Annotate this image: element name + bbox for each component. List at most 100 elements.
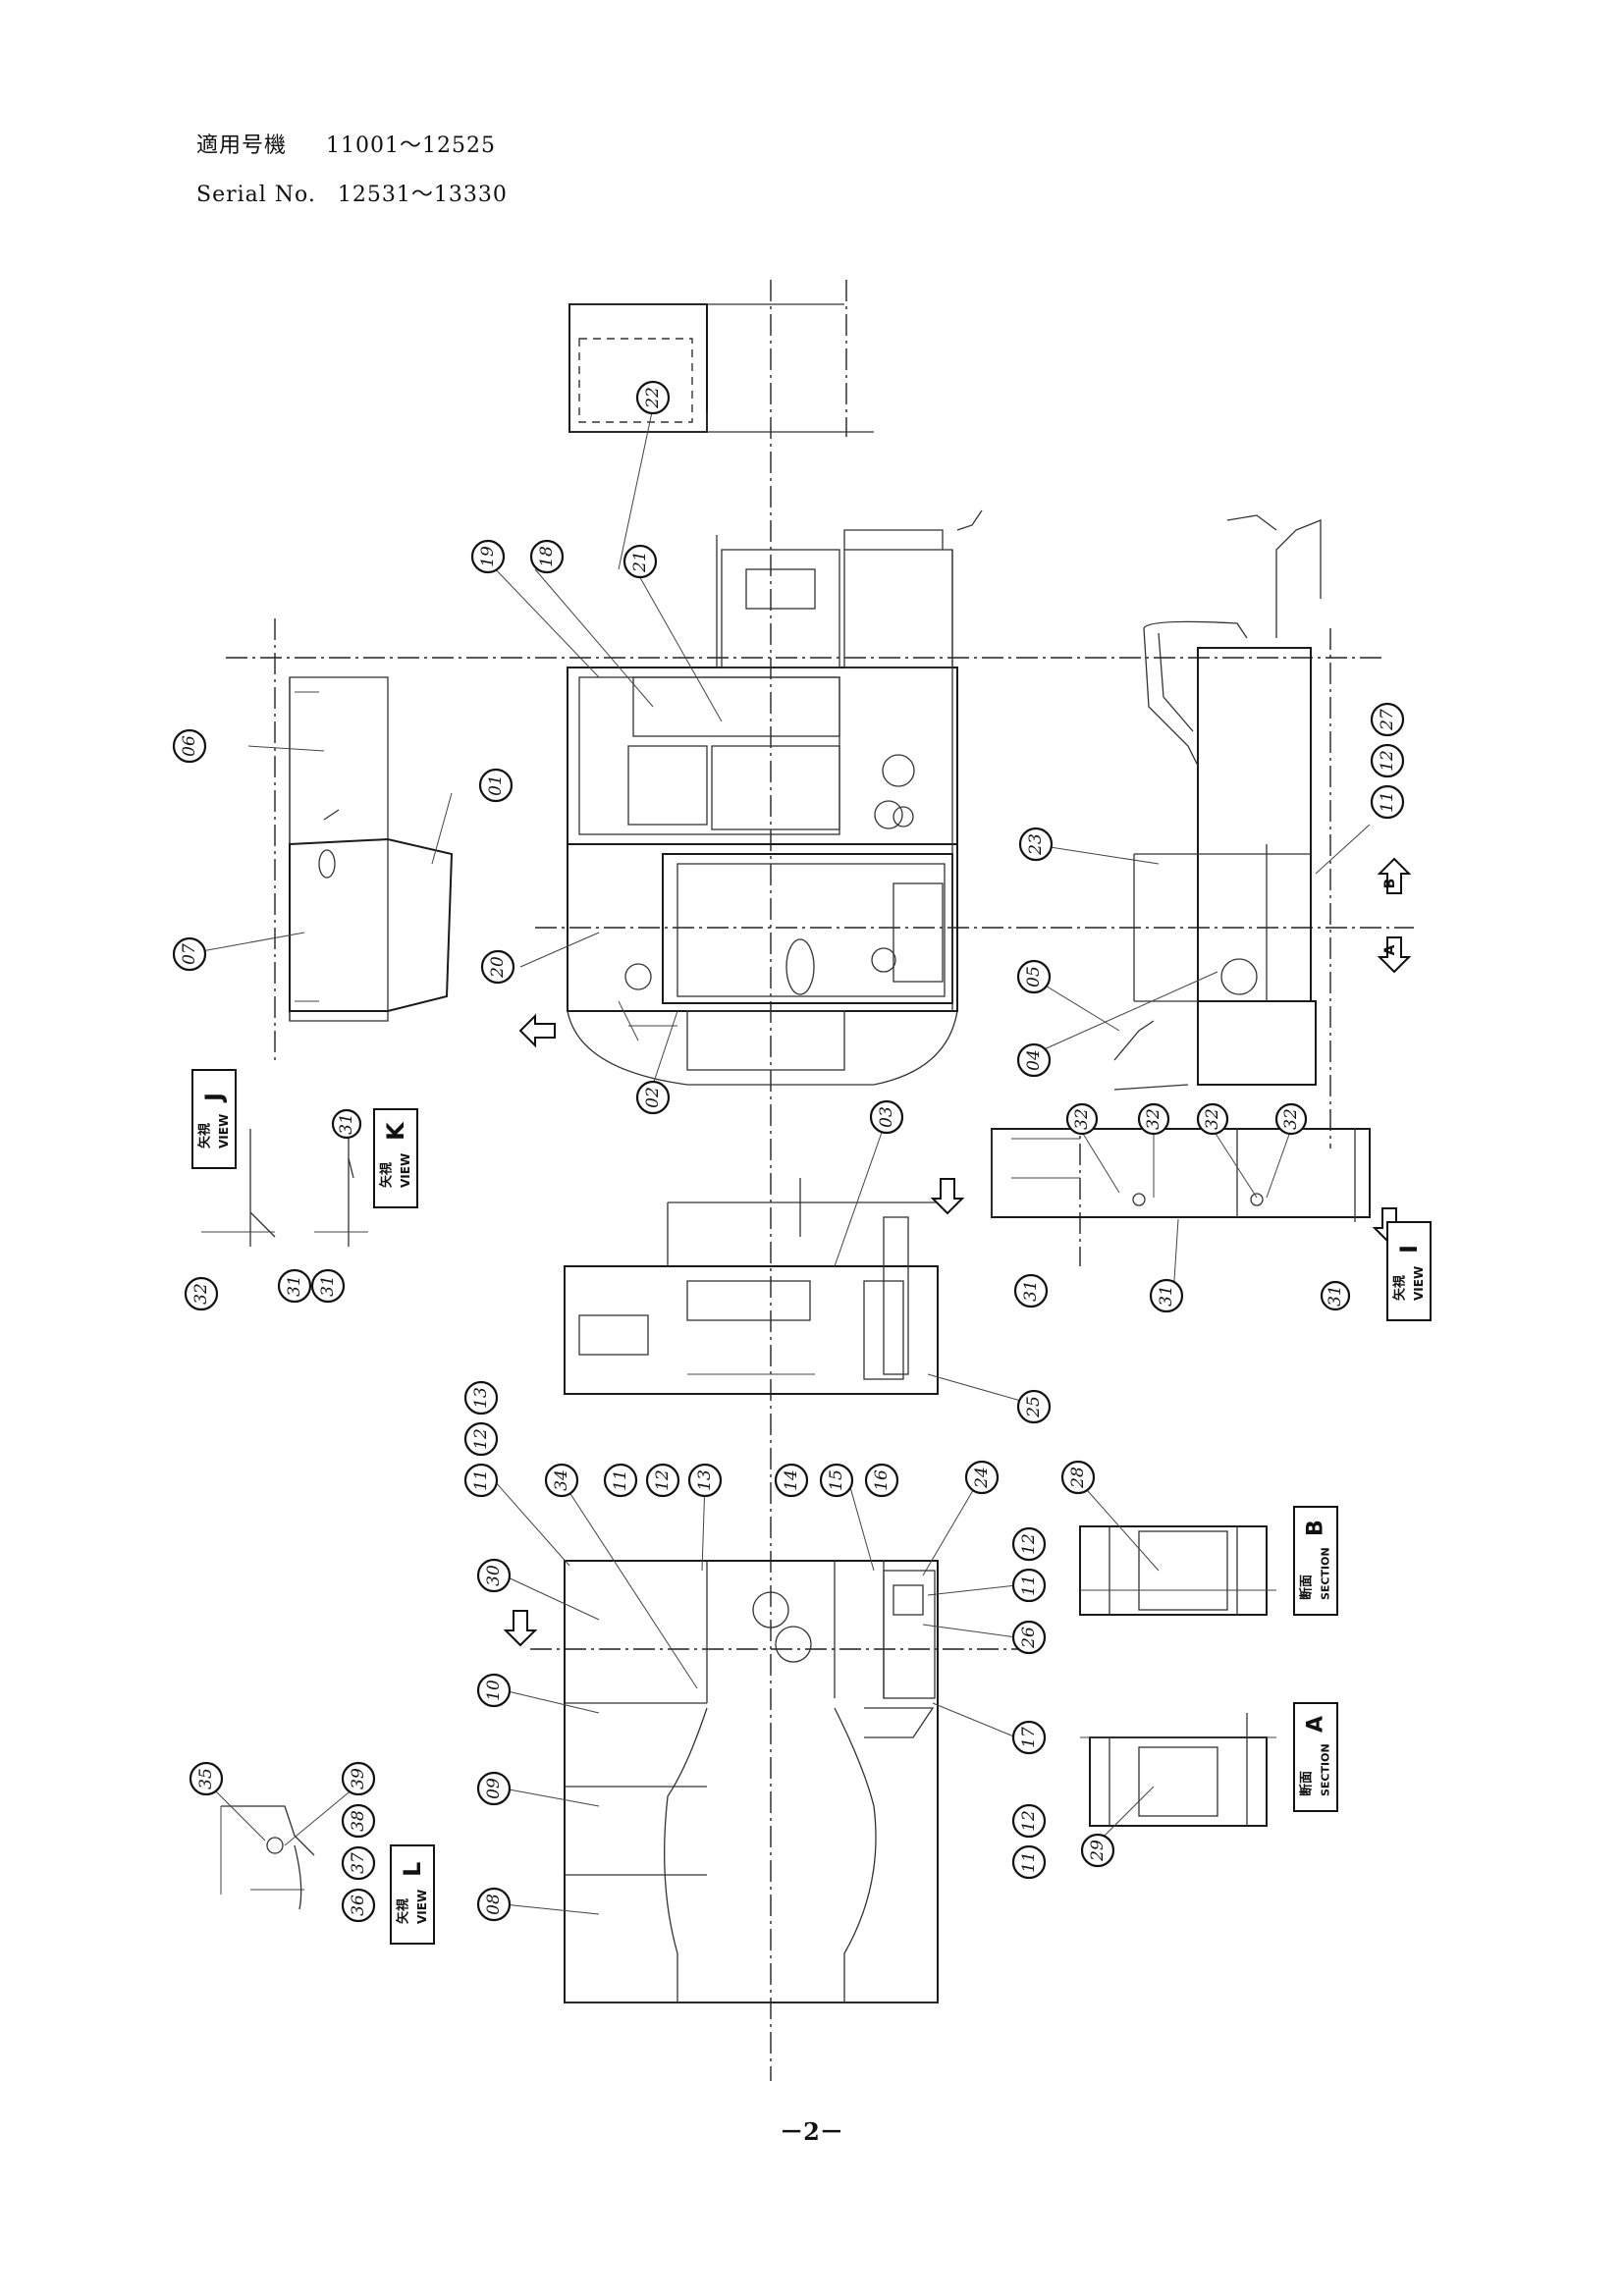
section-b-label: 断面 SECTION B	[1293, 1506, 1338, 1616]
svg-text:04: 04	[1024, 1049, 1044, 1071]
svg-text:08: 08	[484, 1894, 504, 1915]
callout-35: 35	[189, 1761, 224, 1796]
middle-side-view	[564, 1178, 965, 1395]
section-a-label: 断面 SECTION A	[1293, 1702, 1338, 1812]
detail-22-box	[568, 303, 874, 433]
callout-11-lower-b: 11	[603, 1463, 638, 1498]
callout-04: 04	[1016, 1042, 1052, 1078]
svg-text:36: 36	[349, 1895, 368, 1916]
svg-text:SECTION: SECTION	[1320, 1743, 1332, 1796]
view-i-label: 矢視 VIEW I	[1386, 1221, 1432, 1321]
view-l-detail	[220, 1805, 315, 1910]
lower-view-arrow-icon	[503, 1610, 538, 1647]
svg-text:31: 31	[1021, 1280, 1041, 1302]
svg-text:02: 02	[643, 1087, 663, 1108]
callout-29: 29	[1080, 1833, 1115, 1868]
svg-text:24: 24	[972, 1467, 992, 1489]
callout-32-view-i-c: 32	[1196, 1102, 1229, 1136]
svg-text:34: 34	[552, 1469, 571, 1491]
svg-text:32: 32	[1203, 1108, 1222, 1130]
callout-31-view-i-a: 31	[1013, 1273, 1049, 1308]
svg-text:10: 10	[484, 1680, 504, 1701]
view-i-detail	[991, 1128, 1407, 1245]
view-j-label: 矢視 VIEW J	[191, 1069, 237, 1169]
svg-text:01: 01	[486, 774, 506, 796]
svg-text:J: J	[200, 1093, 228, 1103]
svg-text:20: 20	[488, 956, 508, 979]
svg-text:矢視: 矢視	[197, 1123, 213, 1148]
callout-12-lower-b: 12	[645, 1463, 680, 1498]
callout-30: 30	[476, 1558, 512, 1593]
callout-10: 10	[476, 1673, 512, 1708]
callout-31-left-b: 31	[310, 1268, 346, 1304]
svg-text:25: 25	[1024, 1396, 1044, 1418]
svg-text:37: 37	[349, 1852, 368, 1874]
view-k-label: 矢視 VIEW K	[373, 1108, 418, 1208]
lower-main-view	[503, 1560, 939, 2003]
svg-text:29: 29	[1088, 1840, 1108, 1862]
view-j-k-area	[201, 676, 454, 1247]
svg-text:30: 30	[484, 1565, 504, 1586]
svg-text:SECTION: SECTION	[1320, 1547, 1332, 1600]
callout-12-lower-right-a: 12	[1011, 1526, 1047, 1562]
callout-11-right: 11	[1370, 784, 1405, 820]
svg-text:11: 11	[1019, 1851, 1039, 1873]
section-b-arrow-icon	[1377, 857, 1412, 894]
svg-text:K: K	[382, 1121, 409, 1141]
callout-31-view-i-b: 31	[1149, 1278, 1184, 1313]
callout-12-lower-right-b: 12	[1011, 1803, 1047, 1839]
callout-32-view-i-a: 32	[1065, 1102, 1099, 1136]
callout-31-small: 31	[331, 1108, 362, 1140]
callout-14: 14	[774, 1463, 809, 1498]
section-b-marker: B	[1382, 879, 1398, 889]
svg-text:11: 11	[471, 1469, 491, 1491]
svg-text:32: 32	[1072, 1108, 1092, 1130]
view-i-arrow-icon	[930, 1178, 965, 1215]
svg-text:19: 19	[478, 546, 498, 567]
callout-39: 39	[341, 1761, 376, 1796]
svg-text:12: 12	[471, 1428, 491, 1450]
callout-26: 26	[1011, 1620, 1047, 1655]
svg-text:14: 14	[782, 1469, 801, 1491]
svg-text:12: 12	[1019, 1810, 1039, 1832]
svg-text:L: L	[399, 1862, 426, 1877]
svg-text:05: 05	[1024, 966, 1044, 988]
callout-32-view-i-d: 32	[1274, 1102, 1308, 1136]
svg-text:32: 32	[1144, 1108, 1163, 1130]
callout-19: 19	[470, 539, 506, 574]
callout-31-left-a: 31	[277, 1268, 312, 1304]
svg-text:VIEW: VIEW	[1412, 1266, 1426, 1301]
callout-32-view-i-b: 32	[1137, 1102, 1170, 1136]
callout-16: 16	[864, 1463, 899, 1498]
callout-06: 06	[172, 728, 207, 764]
svg-text:13: 13	[471, 1387, 491, 1409]
svg-text:12: 12	[653, 1469, 673, 1491]
svg-text:B: B	[1304, 1520, 1328, 1536]
callout-36: 36	[341, 1888, 376, 1923]
callout-01: 01	[478, 768, 514, 803]
svg-text:13: 13	[695, 1469, 715, 1491]
svg-text:矢視: 矢視	[396, 1898, 411, 1924]
svg-text:VIEW: VIEW	[217, 1114, 231, 1148]
callout-23: 23	[1018, 827, 1054, 862]
callout-37: 37	[341, 1845, 376, 1881]
callout-25: 25	[1016, 1389, 1052, 1424]
page-number: －2－	[780, 2117, 843, 2146]
callout-22: 22	[635, 380, 671, 415]
callout-18: 18	[529, 539, 565, 574]
main-plan-view	[567, 509, 983, 1086]
svg-text:11: 11	[1019, 1575, 1039, 1596]
leader-lines	[195, 406, 1371, 1915]
callout-11-lower-a: 11	[463, 1463, 499, 1498]
section-a-arrow-icon	[1377, 936, 1412, 974]
view-arrow-icon	[518, 1013, 556, 1048]
svg-text:03: 03	[877, 1106, 896, 1128]
callout-21: 21	[622, 544, 658, 579]
section-a-marker: A	[1382, 944, 1398, 955]
svg-text:07: 07	[180, 943, 199, 965]
svg-text:断面: 断面	[1299, 1575, 1315, 1600]
svg-text:11: 11	[1378, 791, 1397, 813]
svg-text:28: 28	[1068, 1467, 1088, 1489]
svg-text:断面: 断面	[1299, 1771, 1315, 1796]
callout-15: 15	[819, 1463, 854, 1498]
